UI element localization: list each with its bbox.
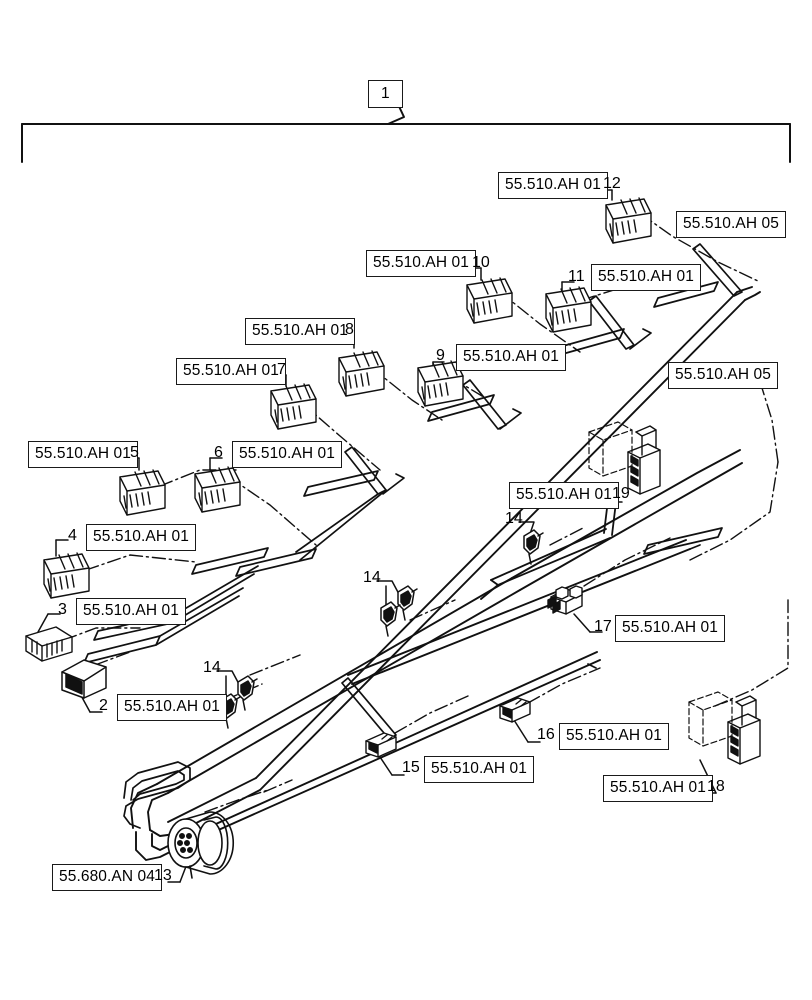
item-number-13: 13 <box>154 867 172 884</box>
callout-ref-6: 55.510.AH 01 <box>239 445 335 462</box>
projection-lines <box>63 213 789 813</box>
item-number-17: 17 <box>594 618 612 635</box>
item-number-9: 9 <box>436 347 445 364</box>
callout-box-4[interactable]: 55.510.AH 01 <box>86 524 196 551</box>
leader-lines <box>37 189 717 883</box>
callout-number-1: 1 <box>381 85 390 102</box>
connector-11 <box>545 286 592 333</box>
item-number-5: 5 <box>130 444 139 461</box>
callout-ref-ah05-mid: 55.510.AH 05 <box>675 366 771 383</box>
connector-13 <box>167 811 234 879</box>
callout-box-19[interactable]: 55.510.AH 01 <box>509 482 619 509</box>
connector-19-ghost <box>588 421 633 477</box>
connector-18 <box>727 695 761 765</box>
connector-16 <box>499 697 531 723</box>
connector-7 <box>270 383 317 430</box>
item-number-11: 11 <box>568 268 585 285</box>
callout-box-2[interactable]: 55.510.AH 01 <box>117 694 227 721</box>
callout-box-11[interactable]: 55.510.AH 01 <box>591 264 701 291</box>
callout-ref-5: 55.510.AH 01 <box>35 445 131 462</box>
callout-box-9[interactable]: 55.510.AH 01 <box>456 344 566 371</box>
callout-ref-16: 55.510.AH 01 <box>566 727 662 744</box>
item-number-15: 15 <box>402 759 420 776</box>
callout-ref-4: 55.510.AH 01 <box>93 528 189 545</box>
item-number-3: 3 <box>58 601 67 618</box>
harness-branch-stubs <box>235 243 743 577</box>
callout-box-6[interactable]: 55.510.AH 01 <box>232 441 342 468</box>
connector-17 <box>547 585 583 615</box>
callout-ref-19: 55.510.AH 01 <box>516 486 612 503</box>
item-number-10: 10 <box>472 254 490 271</box>
callout-ref-9: 55.510.AH 01 <box>463 348 559 365</box>
callout-ref-12: 55.510.AH 01 <box>505 176 601 193</box>
callout-box-7[interactable]: 55.510.AH 01 <box>176 358 286 385</box>
callout-box-3[interactable]: 55.510.AH 01 <box>76 598 186 625</box>
callout-ref-2: 55.510.AH 01 <box>124 698 220 715</box>
harness-upper-right-end <box>736 286 761 301</box>
item-number-19: 19 <box>612 485 630 502</box>
connector-9 <box>417 360 464 407</box>
callout-ref-8: 55.510.AH 01 <box>252 322 348 339</box>
clip-label-14-b: 14 <box>363 569 381 586</box>
callout-box-16[interactable]: 55.510.AH 01 <box>559 723 669 750</box>
harness-loop-13 <box>123 761 191 829</box>
connector-2 <box>61 659 107 699</box>
connector-5 <box>119 469 166 516</box>
item-number-8: 8 <box>345 321 354 338</box>
callout-ref-13: 55.680.AN 04 <box>59 868 155 885</box>
connector-12 <box>605 197 652 244</box>
connector-10 <box>466 277 513 324</box>
clip-14-b1 <box>397 585 418 621</box>
callout-box-8[interactable]: 55.510.AH 01 <box>245 318 355 345</box>
callout-ref-15: 55.510.AH 01 <box>431 760 527 777</box>
item-number-12: 12 <box>603 175 621 192</box>
item-number-6: 6 <box>214 444 223 461</box>
callout-box-15[interactable]: 55.510.AH 01 <box>424 756 534 783</box>
callout-ref-18: 55.510.AH 01 <box>610 779 706 796</box>
item-number-4: 4 <box>68 527 77 544</box>
callout-box-13[interactable]: 55.680.AN 04 <box>52 864 162 891</box>
harness-middle-trunk <box>347 539 691 685</box>
clip-14-c1 <box>237 675 258 711</box>
connector-8 <box>338 350 385 397</box>
clip-14-a <box>523 529 544 565</box>
clip-14-b2 <box>380 601 401 637</box>
callout-box-ah05-top[interactable]: 55.510.AH 05 <box>676 211 786 238</box>
connector-6 <box>194 466 241 513</box>
harness-junctions <box>382 328 652 495</box>
callout-ref-ah05-top: 55.510.AH 05 <box>683 215 779 232</box>
callout-ref-3: 55.510.AH 01 <box>83 602 179 619</box>
connector-18-ghost <box>688 691 733 747</box>
connector-4 <box>43 552 90 599</box>
harness-stub-16 <box>587 663 597 669</box>
callout-box-1[interactable]: 1 <box>368 80 403 108</box>
connector-3 <box>25 626 73 662</box>
clip-label-14-a: 14 <box>505 510 523 527</box>
callout-ref-11: 55.510.AH 01 <box>598 268 694 285</box>
callout-box-18[interactable]: 55.510.AH 01 <box>603 775 713 802</box>
callout-ref-10: 55.510.AH 01 <box>373 254 469 271</box>
callout-box-5[interactable]: 55.510.AH 01 <box>28 441 138 468</box>
item-number-18: 18 <box>707 778 725 795</box>
item-number-2: 2 <box>99 697 108 714</box>
item-number-16: 16 <box>537 726 555 743</box>
assembly-bracket-1 <box>21 99 791 163</box>
callout-ref-7: 55.510.AH 01 <box>183 362 279 379</box>
harness-upper-trunk <box>149 291 746 837</box>
connector-15 <box>365 732 397 758</box>
connector-19 <box>627 425 661 495</box>
callout-box-10[interactable]: 55.510.AH 01 <box>366 250 476 277</box>
harness-stub-17 <box>643 527 723 555</box>
item-number-7: 7 <box>277 361 286 378</box>
callout-box-12[interactable]: 55.510.AH 01 <box>498 172 608 199</box>
clip-label-14-c: 14 <box>203 659 221 676</box>
callout-box-17[interactable]: 55.510.AH 01 <box>615 615 725 642</box>
callout-ref-17: 55.510.AH 01 <box>622 619 718 636</box>
callout-box-ah05-mid[interactable]: 55.510.AH 05 <box>668 362 778 389</box>
